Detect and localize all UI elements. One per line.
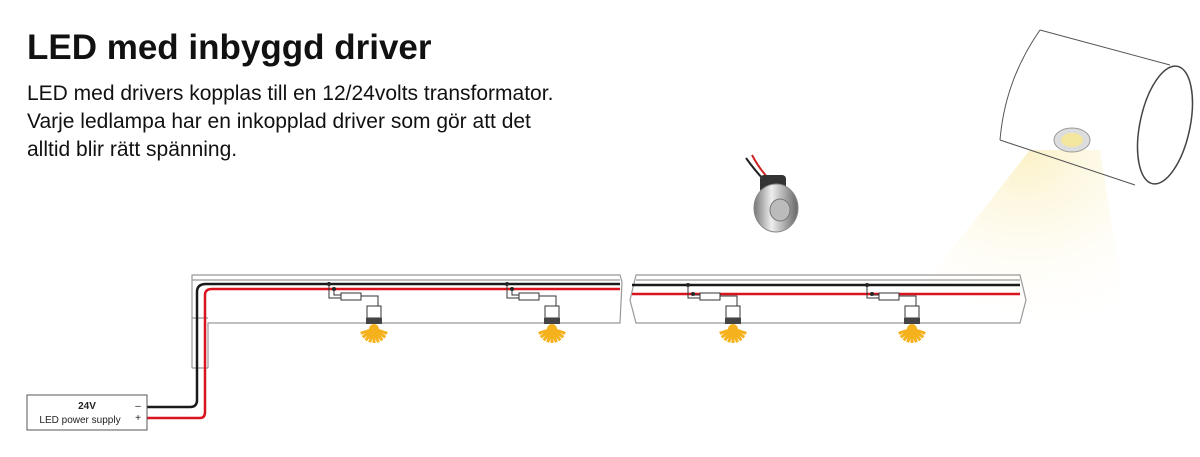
psu-label: LED power supply	[39, 415, 120, 426]
led-with-driver	[865, 283, 926, 343]
description-line: LED med drivers kopplas till en 12/24vol…	[27, 82, 554, 105]
description-line: Varje ledlampa har en inkopplad driver s…	[27, 110, 531, 133]
description-line: alltid blir rätt spänning.	[27, 138, 238, 161]
led-with-driver	[327, 282, 388, 343]
positive-wire	[147, 287, 1020, 420]
page-title: LED med inbyggd driver	[27, 28, 432, 67]
led-with-driver	[686, 283, 747, 343]
wall-light-illustration	[920, 29, 1194, 340]
description: LED med drivers kopplas till en 12/24vol…	[27, 80, 667, 164]
psu-voltage: 24V	[78, 401, 96, 412]
wires	[147, 282, 1020, 420]
psu-minus: –	[135, 401, 141, 412]
psu-plus: +	[135, 413, 141, 424]
power-supply: 24V LED power supply – +	[26, 394, 148, 431]
led-with-driver	[505, 282, 566, 343]
led-spot-illustration	[745, 154, 799, 233]
negative-wire	[147, 282, 1020, 409]
aluminium-profile	[191, 274, 1027, 369]
